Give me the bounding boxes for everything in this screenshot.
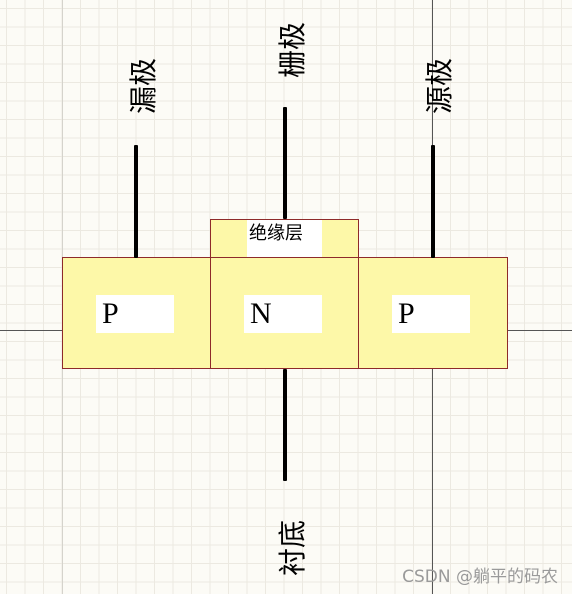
n-region-label: N — [244, 295, 322, 333]
source-label: 源极 — [423, 58, 456, 115]
gate-label: 栅极 — [276, 22, 309, 79]
gate-wire — [283, 107, 287, 219]
watermark: CSDN @躺平的码农 — [402, 567, 558, 587]
substrate-wire — [283, 369, 287, 481]
substrate-label: 衬底 — [276, 520, 309, 577]
drain-wire — [134, 145, 138, 258]
p-region-left-label: P — [96, 295, 174, 333]
insulator-label: 绝缘层 — [247, 220, 322, 257]
source-wire — [431, 145, 435, 258]
p-region-right-label: P — [392, 295, 470, 333]
drain-label: 漏极 — [127, 58, 160, 115]
